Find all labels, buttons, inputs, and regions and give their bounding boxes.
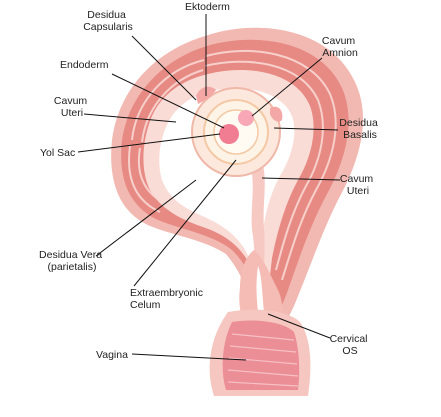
label-desidua-vera: Desidua Vera (parietalis) bbox=[39, 249, 105, 273]
label-ektoderm: Ektoderm bbox=[185, 1, 230, 13]
leader-cavum-uteri-left bbox=[83, 113, 177, 123]
label-desidua-capsularis: Desidua Capsularis bbox=[83, 9, 133, 33]
label-desidua-basalis: Desidua Basalis bbox=[339, 117, 380, 141]
leader-vagina bbox=[131, 353, 247, 361]
leader-cavum-uteri-right bbox=[261, 177, 341, 181]
label-vagina: Vagina bbox=[96, 349, 128, 361]
label-extraembryonic-celum: Extraembryonic Celum bbox=[130, 287, 206, 311]
leader-cervical-os bbox=[267, 313, 331, 339]
label-endoderm: Endoderm bbox=[60, 59, 109, 71]
leader-desidua-vera bbox=[95, 179, 197, 257]
label-yol-sac: Yol Sac bbox=[40, 147, 75, 159]
leader-desidua-capsularis bbox=[131, 35, 197, 101]
label-cavum-amnion: Cavum Amnion bbox=[322, 35, 358, 59]
vagina-lumen bbox=[222, 320, 300, 390]
yolk-sac bbox=[219, 124, 239, 144]
leader-lines bbox=[77, 14, 341, 361]
uterus-illustration bbox=[111, 27, 364, 396]
muscle-stripes bbox=[128, 50, 337, 281]
leader-extraembryonic-celum bbox=[133, 159, 237, 287]
label-cavum-uteri-right: Cavum Uteri bbox=[340, 173, 376, 197]
implantation-site bbox=[270, 106, 283, 122]
cervical-canal bbox=[256, 266, 264, 312]
label-cavum-uteri-left: Cavum Uteri bbox=[54, 95, 90, 119]
vaginal-rugae bbox=[227, 333, 299, 387]
leader-endoderm bbox=[111, 73, 225, 129]
leader-desidua-basalis bbox=[273, 127, 339, 131]
labels: Ektoderm Desidua Capsularis Cavum Amnion… bbox=[39, 1, 380, 361]
leader-cavum-amnion bbox=[251, 57, 323, 117]
leader-yol-sac bbox=[77, 133, 221, 153]
label-cervical-os: Cervical OS bbox=[330, 333, 371, 357]
embryo-disc bbox=[238, 110, 254, 126]
